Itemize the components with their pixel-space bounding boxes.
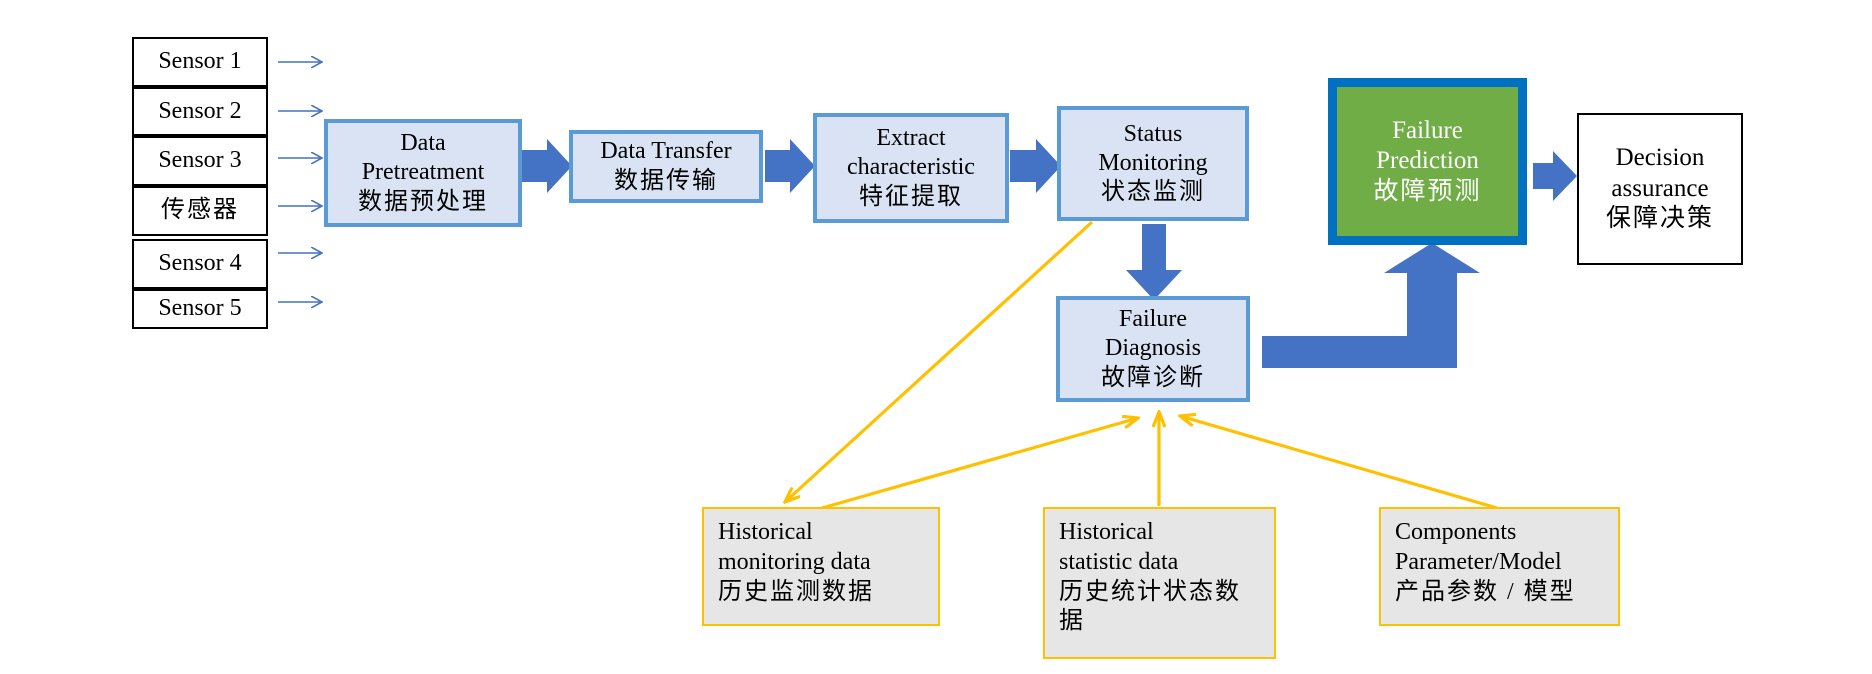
decision-en-2: assurance [1611,174,1709,202]
sensor-3-box: Sensor 3 [132,136,268,186]
status-en-1: Status [1123,120,1183,147]
hist-monitoring-en-2: monitoring data [718,548,871,575]
components-to-diagnosis-arrow [1180,416,1498,510]
diagnosis-en-2: Diagnosis [1105,335,1201,362]
status-to-historical-arrow [785,220,1094,502]
pretreatment-en-1: Data [400,130,446,157]
historical-monitoring-to-diagnosis-arrow [821,418,1138,510]
sensor-4-box: Sensor 4 [132,239,268,289]
sensor-5-label: Sensor 5 [158,295,242,322]
hist-statistic-en-2: statistic data [1059,548,1179,575]
prediction-en-1: Failure [1392,116,1463,144]
sensor-4-label: Sensor 4 [158,250,242,277]
transfer-to-extract-arrow [765,139,815,193]
sensor-cn-box: 传感器 [132,186,268,236]
hist-statistic-cn-1: 历史统计状态数 [1059,578,1241,605]
pretreatment-en-2: Pretreatment [361,159,485,186]
sensor-5-box: Sensor 5 [132,289,268,329]
data-transfer-box: Data Transfer 数据传输 [569,130,763,203]
status-en-2: Monitoring [1098,149,1208,176]
sensor-cn-label: 传感器 [161,197,239,224]
extract-en-2: characteristic [847,154,975,181]
data-pretreatment-box: Data Pretreatment 数据预处理 [324,119,522,227]
pretreatment-cn: 数据预处理 [358,188,488,215]
hist-statistic-en-1: Historical [1059,519,1154,545]
extract-cn: 特征提取 [859,183,963,210]
prediction-en-2: Prediction [1376,147,1479,175]
sensor-1-label: Sensor 1 [158,48,242,75]
status-monitoring-box: Status Monitoring 状态监测 [1057,106,1249,221]
sensor-2-box: Sensor 2 [132,87,268,136]
components-en-2: Parameter/Model [1395,548,1562,575]
prediction-cn: 故障预测 [1373,177,1482,205]
components-en-1: Components [1395,519,1517,545]
status-to-diagnosis-arrow [1126,224,1182,300]
decision-cn: 保障决策 [1605,205,1714,233]
components-parameter-box: Components Parameter/Model 产品参数 / 模型 [1379,507,1620,626]
hist-monitoring-en-1: Historical [718,519,813,545]
historical-monitoring-data-box: Historical monitoring data 历史监测数据 [702,507,940,626]
failure-prediction-box: Failure Prediction 故障预测 [1328,78,1527,245]
status-cn: 状态监测 [1101,179,1205,206]
decision-en-1: Decision [1615,144,1705,172]
historical-statistic-data-box: Historical statistic data 历史统计状态数 据 [1043,507,1276,659]
diagnosis-to-prediction-arrow [1262,243,1480,368]
diagnosis-cn: 故障诊断 [1101,364,1205,391]
pretreatment-to-transfer-arrow [522,139,572,193]
diagnosis-en-1: Failure [1119,306,1187,333]
failure-diagnosis-box: Failure Diagnosis 故障诊断 [1056,296,1250,402]
hist-monitoring-cn: 历史监测数据 [718,578,874,605]
decision-assurance-box: Decision assurance 保障决策 [1577,113,1743,265]
components-cn: 产品参数 / 模型 [1395,578,1576,605]
prediction-to-decision-arrow [1533,151,1577,201]
sensor-1-box: Sensor 1 [132,37,268,87]
sensor-2-label: Sensor 2 [158,97,242,124]
extract-en-1: Extract [876,125,946,152]
transfer-cn: 数据传输 [614,167,718,194]
extract-to-status-arrow [1010,139,1061,193]
sensor-3-label: Sensor 3 [158,147,242,174]
transfer-en: Data Transfer [600,138,732,165]
hist-statistic-cn-2: 据 [1059,608,1085,635]
extract-characteristic-box: Extract characteristic 特征提取 [813,113,1009,223]
